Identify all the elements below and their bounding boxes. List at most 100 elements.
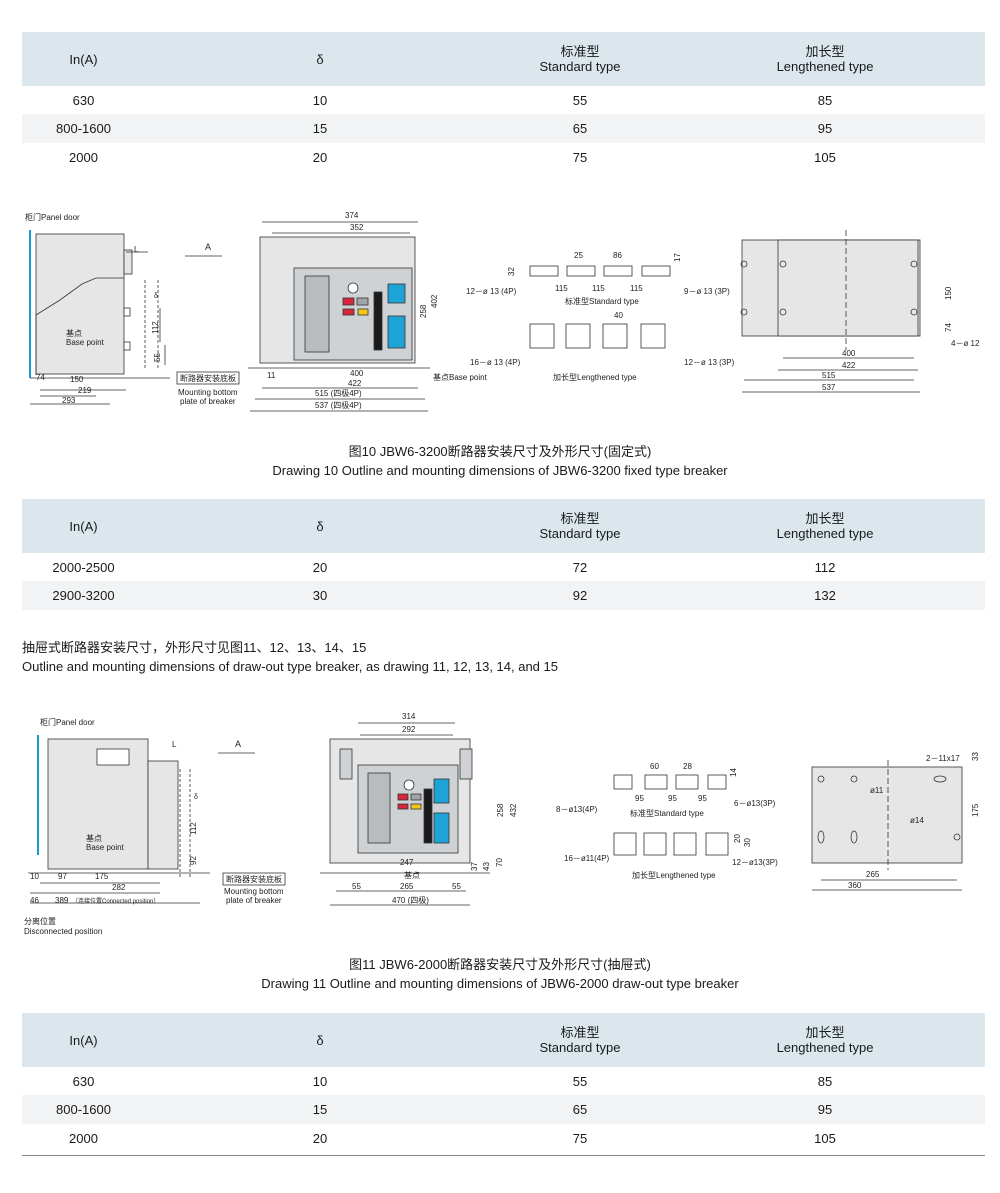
cell-delta: 15 <box>145 114 495 143</box>
cell-delta: 20 <box>312 1130 328 1146</box>
terminal-layout-lengthened <box>529 323 666 349</box>
panel-door-label: 柜门Panel door <box>40 717 95 727</box>
plate-dim-150: 150 <box>944 286 953 300</box>
header-lengthened-cn: 加长型 <box>805 511 845 526</box>
header-standard-cn: 标准型 <box>560 44 600 59</box>
len-type-label: 加长型Lengthened type <box>632 870 716 880</box>
arrow-a-label: A <box>205 242 211 252</box>
dim-43: 43 <box>482 862 491 871</box>
cell-standard: 75 <box>572 149 588 165</box>
dim-374: 374 <box>345 211 359 220</box>
header-lengthened-cn: 加长型 <box>805 1025 845 1040</box>
mount-plate-en2: plate of breaker <box>180 397 236 406</box>
dim-30: 30 <box>743 838 752 847</box>
mounting-plate <box>740 230 921 350</box>
header-standard-en: Standard type <box>539 526 621 541</box>
dim-74: 74 <box>36 373 45 382</box>
drawing-11-drawout-breaker: 柜门Panel door A L δ 基点 Base point 112 92 … <box>24 712 980 936</box>
plate-d11: ø11 <box>870 786 884 795</box>
len-type-label: 加长型Lengthened type <box>553 372 637 382</box>
dim-20: 20 <box>733 834 742 843</box>
hole-9-3p: 9－ø 13 (3P) <box>684 287 730 296</box>
cell-delta: 10 <box>312 92 328 108</box>
col-header-delta: δ <box>145 499 495 553</box>
plate-d14: ø14 <box>910 816 924 825</box>
cell-in: 800-1600 <box>22 114 145 143</box>
dim-55-left: 55 <box>352 882 361 891</box>
hole-16-4p: 16－ø11(4P) <box>564 854 610 863</box>
hole-12-3p: 12－ø13(3P) <box>732 858 778 867</box>
mount-plate-en2: plate of breaker <box>226 896 282 905</box>
cell-delta: 15 <box>145 1095 495 1124</box>
dim-92: 92 <box>189 856 198 865</box>
draw-out-note: 抽屉式断路器安装尺寸，外形尺寸见图11、12、13、14、15 Outline … <box>22 638 558 676</box>
base-point-label: 基点Base point <box>433 372 488 382</box>
table-row: 2900-3200 30 92 132 <box>22 581 985 610</box>
dim-95: 95 <box>698 794 707 803</box>
base-point-en: Base point <box>86 843 125 852</box>
std-type-label: 标准型Standard type <box>565 296 639 306</box>
note-en: Outline and mounting dimensions of draw-… <box>22 659 558 674</box>
table-row: 630 10 55 85 <box>22 1067 985 1095</box>
disconnected-en: Disconnected position <box>24 927 102 936</box>
connected-position: （连接位置Connected position） <box>72 897 159 905</box>
dim-219: 219 <box>78 386 92 395</box>
col-header-in: In(A) <box>22 32 145 86</box>
delta-label: δ <box>154 293 158 300</box>
dim-247: 247 <box>400 858 414 867</box>
dim-25: 25 <box>574 251 583 260</box>
hole-12-3p: 12－ø 13 (3P) <box>684 358 735 367</box>
table-row: 800-1600 15 65 95 <box>22 114 985 143</box>
dim-28: 28 <box>683 762 692 771</box>
terminal-layout-lengthened <box>613 832 729 856</box>
dim-97: 97 <box>58 872 67 881</box>
cell-standard: 75 <box>572 1130 588 1146</box>
col-header-in: In(A) <box>22 499 145 553</box>
cell-lengthened: 85 <box>817 1073 833 1089</box>
dim-150: 150 <box>70 375 84 384</box>
caption-10-cn: 图10 JBW6-3200断路器安装尺寸及外形尺寸(固定式) <box>348 444 652 459</box>
figure-caption-11: 图11 JBW6-2000断路器安装尺寸及外形尺寸(抽屉式) Drawing 1… <box>0 955 1000 993</box>
dim-175: 175 <box>95 872 109 881</box>
caption-11-cn: 图11 JBW6-2000断路器安装尺寸及外形尺寸(抽屉式) <box>349 957 651 972</box>
plate-dim-400: 400 <box>842 349 856 358</box>
dim-37: 37 <box>470 862 479 871</box>
dim-470: 470 (四极) <box>392 895 429 905</box>
dim-46: 46 <box>30 896 39 905</box>
header-lengthened-en: Lengthened type <box>776 526 874 541</box>
plate-slot: 2－11x17 <box>926 754 960 763</box>
dim-115: 115 <box>592 284 605 293</box>
table-row: 2000 20 75 105 <box>22 143 985 171</box>
cell-in: 2000-2500 <box>52 559 115 575</box>
dim-112: 112 <box>151 321 160 334</box>
header-lengthened-cn: 加长型 <box>805 44 845 59</box>
header-standard-cn: 标准型 <box>560 1025 600 1040</box>
cell-standard: 55 <box>572 1073 588 1089</box>
mount-plate-cn: 断路器安装底板 <box>180 373 236 383</box>
cell-delta: 10 <box>312 1073 328 1089</box>
cell-delta: 20 <box>312 559 328 575</box>
dim-55: 55 <box>153 353 162 362</box>
table-row: 800-1600 15 65 95 <box>22 1095 985 1124</box>
cell-standard: 92 <box>495 581 665 610</box>
hole-8-4p: 8－ø13(4P) <box>556 805 598 814</box>
cell-in: 630 <box>72 92 95 108</box>
hole-12-4p: 12－ø 13 (4P) <box>466 287 517 296</box>
dim-17: 17 <box>673 253 682 262</box>
dim-32: 32 <box>507 267 516 276</box>
front-view <box>320 738 490 874</box>
base-point-cn: 基点 <box>66 328 82 338</box>
header-standard-cn: 标准型 <box>560 511 600 526</box>
base-point-cn: 基点 <box>86 833 102 843</box>
dim-95: 95 <box>635 794 644 803</box>
arrow-a-label: A <box>235 739 241 749</box>
cell-lengthened: 95 <box>665 1095 985 1124</box>
dim-432: 432 <box>509 803 518 817</box>
